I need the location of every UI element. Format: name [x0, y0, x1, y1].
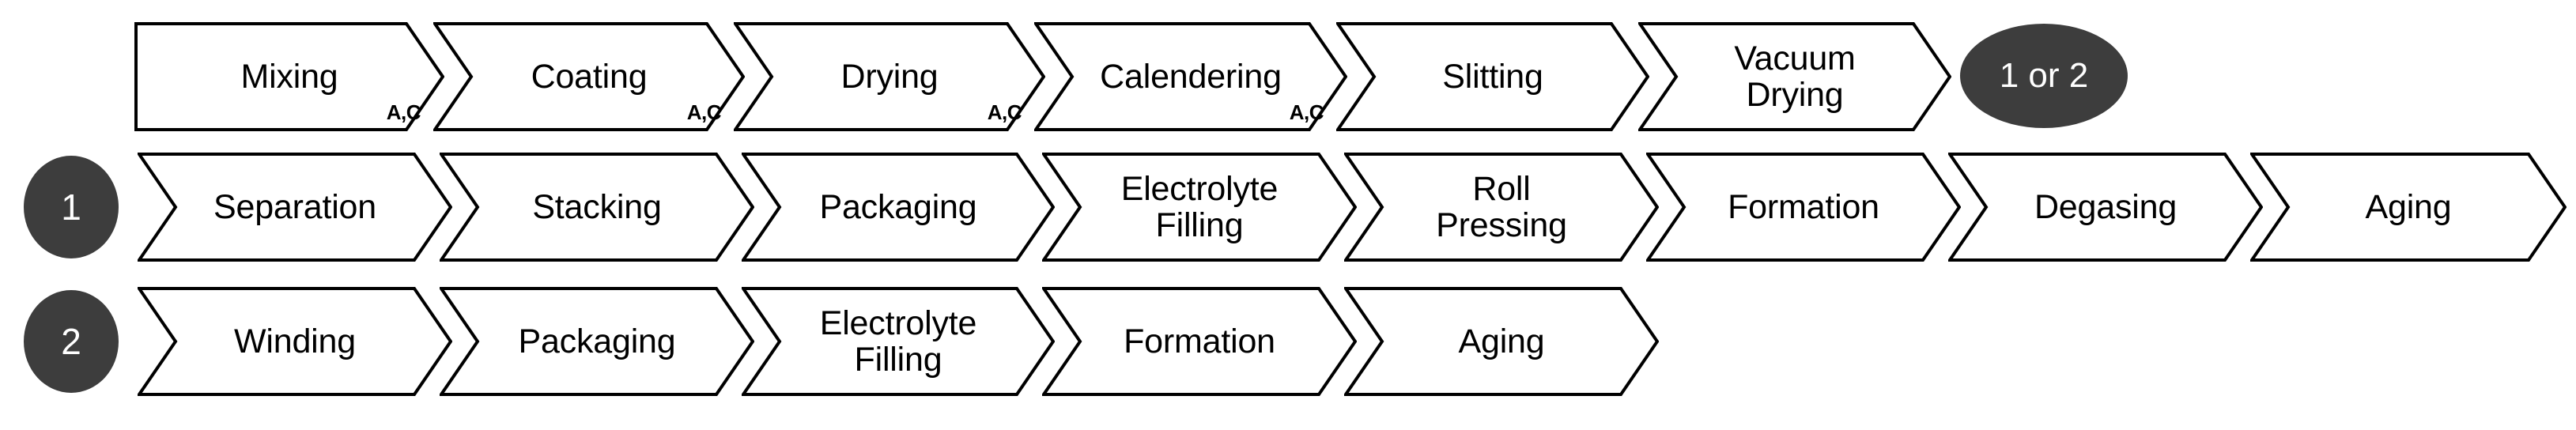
route-choice-badge: 1 or 2 — [1960, 24, 2128, 128]
process-step-packaging: Packaging — [440, 287, 754, 396]
process-step-slitting: Slitting — [1336, 22, 1649, 131]
process-step-electrode-subscript: A,C — [686, 100, 722, 124]
route-badge-2: 2 — [24, 290, 119, 393]
process-step-formation: Formation — [1646, 153, 1961, 262]
process-row-winding-route: 2 Winding Packaging Electrolyte Filling Form… — [0, 287, 2576, 396]
process-step-label: Drying — [840, 57, 939, 96]
process-step-label: Separation — [213, 187, 376, 226]
process-step-vacuum-drying: Vacuum Drying — [1638, 22, 1951, 131]
process-step-label: Stacking — [532, 187, 662, 226]
process-step-roll-pressing: Roll Pressing — [1344, 153, 1659, 262]
process-step-label: Winding — [234, 322, 356, 360]
process-step-aging: Aging — [1344, 287, 1659, 396]
process-step-aging: Aging — [2250, 153, 2567, 262]
process-step-label: Slitting — [1442, 57, 1543, 96]
process-step-degasing: Degasing — [1948, 153, 2263, 262]
route-badge-1: 1 — [24, 156, 119, 258]
process-step-formation: Formation — [1042, 287, 1357, 396]
process-step-separation: Separation — [138, 153, 452, 262]
process-step-label: Formation — [1124, 322, 1275, 360]
process-step-electrode-subscript: A,C — [987, 100, 1022, 124]
process-step-stacking: Stacking — [440, 153, 754, 262]
process-step-winding: Winding — [138, 287, 452, 396]
process-step-label: Electrolyte Filling — [819, 304, 977, 379]
process-step-label: Roll Pressing — [1436, 169, 1567, 244]
process-step-electrode-subscript: A,C — [386, 100, 421, 124]
process-step-label: Vacuum Drying — [1734, 39, 1856, 114]
process-step-label: Formation — [1728, 187, 1879, 226]
process-step-label: Mixing — [240, 57, 338, 96]
process-step-label: Aging — [1458, 322, 1545, 360]
process-row-stacking-route: 1 Separation Stacking Packaging Electrolyte … — [0, 153, 2576, 262]
process-step-electrolyte-filling: Electrolyte Filling — [1042, 153, 1357, 262]
process-step-label: Calendering — [1100, 57, 1282, 96]
process-step-label: Coating — [531, 57, 648, 96]
process-step-label: Packaging — [819, 187, 977, 226]
process-step-electrolyte-filling: Electrolyte Filling — [742, 287, 1055, 396]
process-step-label: Degasing — [2034, 187, 2178, 226]
process-step-label: Aging — [2365, 187, 2452, 226]
process-step-packaging: Packaging — [742, 153, 1055, 262]
process-step-label: Electrolyte Filling — [1120, 169, 1279, 244]
process-step-electrode-subscript: A,C — [1289, 100, 1324, 124]
process-step-label: Packaging — [518, 322, 676, 360]
